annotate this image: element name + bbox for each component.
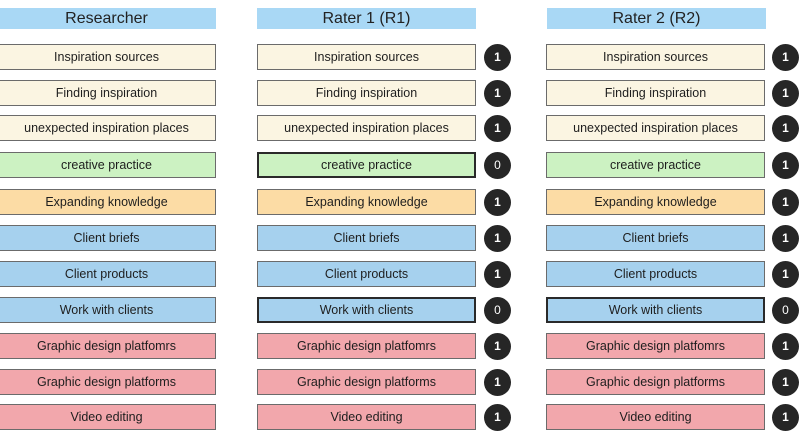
researcher-code-box: Finding inspiration bbox=[0, 80, 216, 106]
rater-1-score-badge: 1 bbox=[484, 224, 511, 252]
rater-2-score-badge: 1 bbox=[772, 188, 799, 216]
rater-2-code-box: Inspiration sources bbox=[546, 44, 765, 70]
rater-2-code-box: Graphic design platfomrs bbox=[546, 333, 765, 359]
rater-1-score-badge: 1 bbox=[484, 188, 511, 216]
rater-1-score-badge: 1 bbox=[484, 79, 511, 107]
rater-1-score-badge: 1 bbox=[484, 368, 511, 396]
rater-2-code-box: Graphic design platforms bbox=[546, 369, 765, 395]
rater-2-code-box: Video editing bbox=[546, 404, 765, 430]
rater-2-score-badge: 1 bbox=[772, 368, 799, 396]
rater-1-code-box: Inspiration sources bbox=[257, 44, 476, 70]
researcher-code-box: Graphic design platfomrs bbox=[0, 333, 216, 359]
rater-2-score-badge: 1 bbox=[772, 114, 799, 142]
rater-1-code-box: Client products bbox=[257, 261, 476, 287]
researcher-code-box: creative practice bbox=[0, 152, 216, 178]
rater-1-score-badge: 1 bbox=[484, 332, 511, 360]
researcher-code-box: Work with clients bbox=[0, 297, 216, 323]
researcher-code-box: Inspiration sources bbox=[0, 44, 216, 70]
rater-2-code-box: Client briefs bbox=[546, 225, 765, 251]
researcher-code-box: Expanding knowledge bbox=[0, 189, 216, 215]
researcher-code-box: unexpected inspiration places bbox=[0, 115, 216, 141]
researcher-code-box: Client products bbox=[0, 261, 216, 287]
rater-2-score-badge: 1 bbox=[772, 79, 799, 107]
rater-2-code-box: creative practice bbox=[546, 152, 765, 178]
rater-1-code-box: Graphic design platfomrs bbox=[257, 333, 476, 359]
rater-1-score-badge: 1 bbox=[484, 114, 511, 142]
rater-2-code-box: Expanding knowledge bbox=[546, 189, 765, 215]
column-header-rater-2: Rater 2 (R2) bbox=[547, 8, 766, 29]
rater-1-code-box: Client briefs bbox=[257, 225, 476, 251]
rater-2-score-badge: 1 bbox=[772, 151, 799, 179]
rater-2-score-badge: 1 bbox=[772, 332, 799, 360]
rater-2-code-box: Client products bbox=[546, 261, 765, 287]
rater-2-score-badge: 1 bbox=[772, 224, 799, 252]
rater-1-code-box: creative practice bbox=[257, 152, 476, 178]
rater-1-code-box: Finding inspiration bbox=[257, 80, 476, 106]
rater-1-code-box: unexpected inspiration places bbox=[257, 115, 476, 141]
rater-1-code-box: Work with clients bbox=[257, 297, 476, 323]
rater-2-code-box: unexpected inspiration places bbox=[546, 115, 765, 141]
rater-2-code-box: Finding inspiration bbox=[546, 80, 765, 106]
rater-1-code-box: Video editing bbox=[257, 404, 476, 430]
researcher-code-box: Video editing bbox=[0, 404, 216, 430]
researcher-code-box: Graphic design platforms bbox=[0, 369, 216, 395]
researcher-code-box: Client briefs bbox=[0, 225, 216, 251]
column-header-researcher: Researcher bbox=[0, 8, 216, 29]
rater-1-score-badge: 1 bbox=[484, 260, 511, 288]
rater-1-code-box: Expanding knowledge bbox=[257, 189, 476, 215]
column-header-rater-1: Rater 1 (R1) bbox=[257, 8, 476, 29]
rater-1-score-badge: 1 bbox=[484, 43, 511, 71]
rater-2-score-badge: 1 bbox=[772, 403, 799, 431]
rater-1-score-badge: 0 bbox=[484, 151, 511, 179]
rater-2-score-badge: 0 bbox=[772, 296, 799, 324]
rater-1-score-badge: 0 bbox=[484, 296, 511, 324]
rater-2-code-box: Work with clients bbox=[546, 297, 765, 323]
rater-2-score-badge: 1 bbox=[772, 260, 799, 288]
rater-2-score-badge: 1 bbox=[772, 43, 799, 71]
rater-1-score-badge: 1 bbox=[484, 403, 511, 431]
rater-1-code-box: Graphic design platforms bbox=[257, 369, 476, 395]
